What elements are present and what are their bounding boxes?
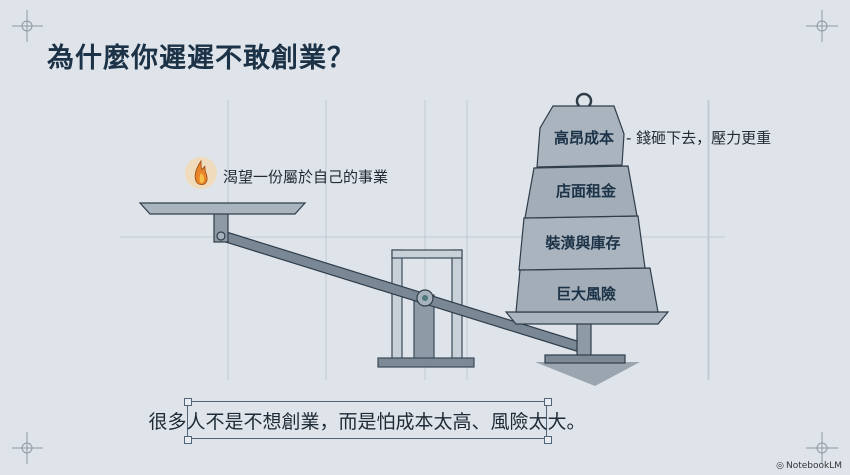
selection-handle (544, 398, 552, 406)
shadow (535, 362, 640, 386)
brand-watermark: ◎ NotebookLM (776, 461, 842, 471)
selection-handle (184, 398, 192, 406)
flame-icon (185, 157, 217, 189)
caption-box: 很多人不是不想創業，而是怕成本太高、風險太大。 (149, 401, 586, 439)
desire-label: 渴望一份屬於自己的事業 (223, 168, 389, 186)
notebooklm-logo-icon: ◎ (776, 461, 784, 471)
weight-label-rent: 店面租金 (555, 182, 617, 200)
weight-label-high-cost: 高昂成本 (553, 129, 615, 147)
brand-label: NotebookLM (785, 461, 842, 471)
crosshair-icons (12, 10, 838, 464)
left-pan (138, 202, 307, 243)
selection-handle (184, 436, 192, 444)
selection-handle (544, 436, 552, 444)
weight-label-decor-inventory: 裝潢與庫存 (545, 234, 621, 252)
page-title: 為什麼你遲遲不敢創業？ (47, 43, 355, 74)
right-pan (504, 311, 670, 364)
weight-label-risk: 巨大風險 (555, 285, 617, 303)
weight-note: - 錢砸下去，壓力更重 (626, 129, 772, 147)
weight-stack (515, 92, 659, 313)
caption-text: 很多人不是不想創業，而是怕成本太高、風險太大。 (148, 410, 586, 433)
